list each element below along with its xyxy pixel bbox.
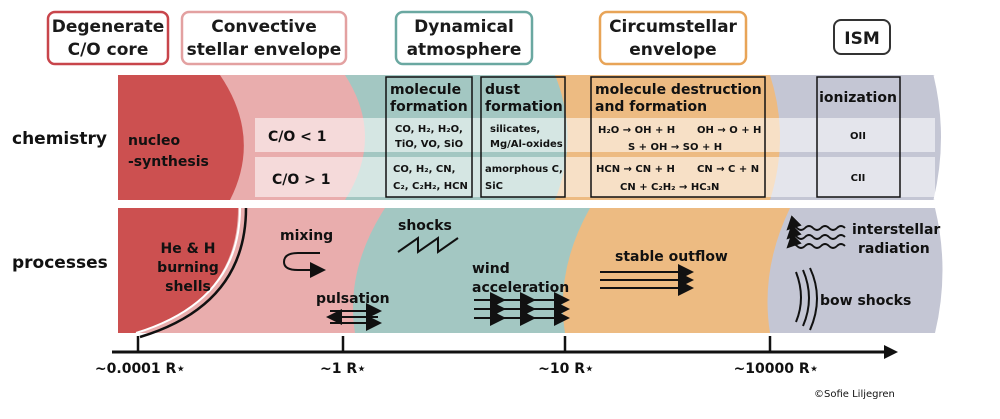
header-convective-line1: Convective (211, 17, 317, 37)
dest-gt-3: CN + C₂H₂ → HC₃N (620, 182, 719, 193)
pulsation-arrows-icon (326, 303, 382, 331)
row-label-processes: processes (12, 253, 108, 273)
destruction-title-1: molecule destruction (595, 82, 762, 98)
core-region-top (118, 75, 244, 200)
header-circumstellar-line1: Circumstellar (609, 17, 737, 37)
co-gt-label: C/O > 1 (272, 172, 331, 188)
header-dynamical-line1: Dynamical (414, 17, 514, 37)
df-gt-2: SiC (485, 181, 503, 192)
dust-formation-title-1: dust (485, 82, 520, 98)
header-dynamical: Dynamical atmosphere (394, 10, 534, 66)
header-convective-line2: stellar envelope (187, 40, 342, 60)
outflow-label: stable outflow (615, 249, 728, 265)
co-lt-row (255, 118, 935, 152)
co-lt-label: C/O < 1 (268, 129, 327, 145)
co-gt-row (255, 157, 935, 197)
header-dynamical-line2: atmosphere (407, 40, 522, 60)
axis-arrow-icon (884, 345, 898, 359)
row-label-chemistry: chemistry (12, 129, 107, 149)
shocks-label: shocks (398, 218, 452, 234)
outflow-arrows-icon (600, 264, 694, 296)
chemistry-band-right-edge (933, 74, 944, 201)
tick-label-0: ~0.0001 R⋆ (95, 361, 185, 377)
mf-gt-1: CO, H₂, CN, (393, 164, 455, 175)
radiation-line1: interstellar (852, 222, 940, 238)
dest-lt-1: H₂O → OH + H (598, 125, 675, 136)
molecule-formation-box: molecule formation CO, H₂, H₂O, TiO, VO,… (385, 76, 473, 198)
pulsation-label: pulsation (316, 291, 390, 307)
df-lt-2: Mg/Al-oxides (490, 139, 563, 150)
header-circumstellar: Circumstellar envelope (598, 10, 748, 66)
mf-gt-2: C₂, C₂H₂, HCN (393, 181, 468, 192)
header-degenerate-line1: Degenerate (52, 17, 164, 37)
dest-gt-2: CN → C + N (697, 164, 759, 175)
destruction-title-2: and formation (595, 99, 707, 115)
burning-line3: shells (165, 279, 211, 295)
molecule-destruction-box: molecule destruction and formation H₂O →… (590, 76, 766, 198)
mf-lt-1: CO, H₂, H₂O, (395, 124, 463, 135)
header-ism-label: ISM (844, 29, 880, 49)
df-gt-1: amorphous C, (485, 164, 563, 175)
header-degenerate: Degenerate C/O core (46, 10, 170, 66)
radius-axis: ~0.0001 R⋆ ~1 R⋆ ~10 R⋆ ~10000 R⋆ (95, 336, 898, 377)
burning-line2: burning (157, 260, 219, 276)
header-convective: Convective stellar envelope (180, 10, 348, 66)
burning-line1: He & H (161, 241, 216, 257)
header-degenerate-line2: C/O core (68, 40, 149, 60)
core-region-bottom (118, 208, 238, 333)
ionization-gt: CII (851, 173, 866, 184)
burning-shell-line-inner (135, 207, 241, 334)
ionization-title: ionization (819, 90, 897, 106)
ionization-box: ionization OII CII (816, 76, 901, 198)
header-circumstellar-line2: envelope (629, 40, 716, 60)
tick-label-1: ~1 R⋆ (320, 361, 366, 377)
mixing-label: mixing (280, 228, 333, 244)
molecule-formation-title-1: molecule (390, 82, 461, 98)
mf-lt-2: TiO, VO, SiO (395, 139, 463, 150)
dest-lt-2: OH → O + H (697, 125, 761, 136)
tick-label-3: ~10000 R⋆ (734, 361, 819, 377)
molecule-formation-title-2: formation (390, 99, 468, 115)
wind-line2: acceleration (472, 280, 569, 296)
wind-line1: wind (472, 261, 510, 277)
dust-formation-title-2: formation (485, 99, 563, 115)
mixing-arrow-icon (282, 252, 326, 278)
header-ism: ISM (833, 19, 891, 55)
radiation-line2: radiation (858, 241, 930, 257)
dust-formation-box: dust formation silicates, Mg/Al-oxides a… (480, 76, 566, 198)
nucleo-line1: nucleo (128, 133, 181, 149)
burning-shell-line-outer (139, 207, 248, 339)
df-lt-1: silicates, (490, 124, 540, 135)
shocks-zigzag-icon (397, 236, 459, 254)
credit: ©Sofie Liljegren (814, 389, 895, 400)
dest-gt-1: HCN → CN + H (596, 164, 675, 175)
bow-shocks-label: bow shocks (820, 293, 911, 309)
tick-label-2: ~10 R⋆ (538, 361, 594, 377)
dest-lt-3: S + OH → SO + H (628, 142, 722, 153)
nucleo-line2: -synthesis (128, 154, 209, 170)
radiation-wave-icon (786, 215, 846, 249)
chemistry-band (118, 75, 943, 200)
bow-shock-icon (795, 267, 818, 331)
ionization-lt: OII (850, 131, 866, 142)
wind-arrows-icon (474, 292, 570, 326)
